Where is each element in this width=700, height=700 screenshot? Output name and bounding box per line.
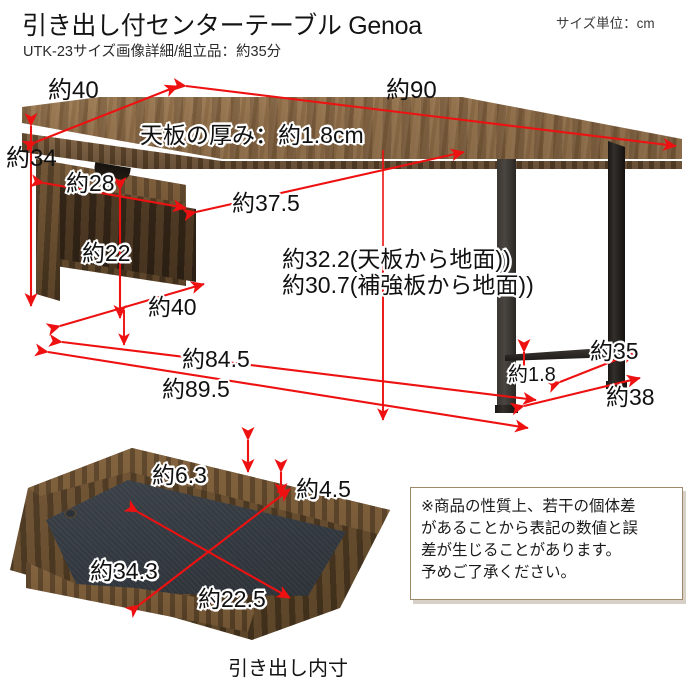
dim-drawer-height-back: 約6.3 (152, 462, 207, 488)
dim-drawer-depth-diagonal: 約37.5 (232, 190, 300, 216)
drawer-photo-caption: 引き出し内寸 (228, 658, 348, 680)
dim-drawer-diagonal-short: 約22.5 (198, 586, 266, 612)
drawer-screw (66, 510, 75, 517)
note-line-3: 差が生じることがあります。 (421, 542, 621, 559)
dim-drawer-height-front: 約4.5 (296, 476, 351, 502)
dim-bottom-inner-width: 約84.5 (182, 346, 250, 372)
table-leg-rear-right (608, 141, 625, 387)
cabinet-left-end (36, 159, 60, 301)
disclaimer-note-box: ※商品の性質上、若干の個体差 があることから表記の数値と誤 差が生じることがあり… (410, 487, 683, 600)
leg-foot-front-right (495, 405, 518, 413)
dim-depth-top: 約40 (48, 77, 99, 104)
drawer-photo (0, 430, 400, 660)
dim-drawer-front-width: 約28 (66, 170, 115, 196)
dim-bottom-outer-width: 約89.5 (162, 376, 230, 402)
dim-top-thickness: 天板の厚み：約1.8cm (140, 122, 364, 148)
page-title: 引き出し付センターテーブル Genoa (22, 12, 422, 40)
note-line-2: があることから表記の数値と誤 (421, 520, 639, 537)
dim-clearance-top-to-floor: 約32.2(天板から地面)) (282, 246, 511, 272)
dim-drawer-height: 約22 (82, 240, 131, 266)
dim-lower-depth: 約40 (148, 294, 197, 320)
dim-width-top: 約90 (386, 77, 437, 104)
dim-brace-thickness: 約1.8 (508, 364, 556, 386)
note-line-4: 予めご了承ください。 (421, 564, 577, 581)
dim-clearance-brace-to-floor: 約30.7(補強板から地面)) (282, 272, 534, 298)
dim-leg-depth: 約35 (590, 338, 639, 364)
note-line-1: ※商品の性質上、若干の個体差 (421, 498, 636, 515)
unit-note: サイズ単位：cm (556, 16, 655, 31)
dim-height-side: 約34 (6, 145, 57, 172)
dim-leg-span: 約38 (606, 384, 655, 410)
dim-drawer-diagonal-long: 約34.3 (90, 558, 158, 584)
page-subtitle: UTK-23サイズ画像詳細/組立品：約35分 (23, 44, 282, 60)
